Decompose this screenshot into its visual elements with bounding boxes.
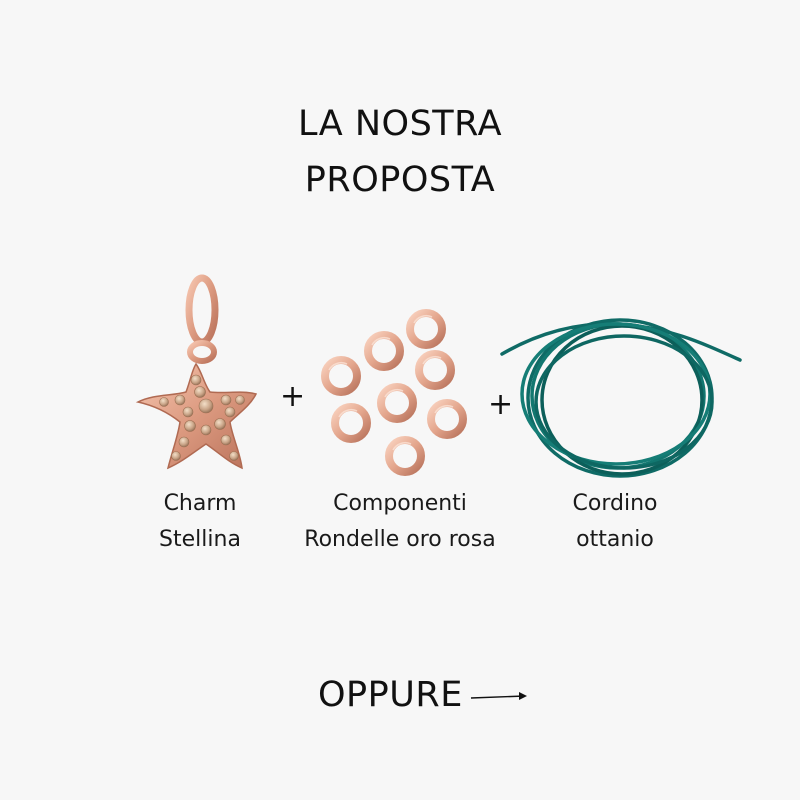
item-caption-charm: Charm Stellina: [110, 486, 290, 558]
star-charm-image: [130, 272, 270, 484]
page-title: LA NOSTRA PROPOSTA: [0, 96, 800, 208]
caption-line-2: Rondelle oro rosa: [304, 527, 496, 552]
cord-image: [500, 302, 745, 482]
arrow-right-icon: [470, 692, 527, 700]
rondelle-rings-image: [315, 298, 475, 478]
plus-sign-2: +: [488, 387, 514, 422]
caption-line-2: ottanio: [576, 527, 654, 552]
star-charm-icon: [135, 274, 258, 470]
oppure-link[interactable]: OPPURE: [318, 672, 531, 718]
plus-sign-1: +: [280, 379, 306, 414]
caption-line-1: Componenti: [333, 491, 467, 516]
caption-line-1: Charm: [163, 491, 237, 516]
cord-icon: [500, 318, 742, 478]
rondelle-rings-icon: [321, 309, 467, 476]
item-caption-cord: Cordino ottanio: [520, 486, 710, 558]
caption-line-2: Stellina: [159, 527, 241, 552]
caption-line-1: Cordino: [572, 491, 658, 516]
oppure-label: OPPURE: [318, 675, 463, 715]
item-caption-rondelle: Componenti Rondelle oro rosa: [280, 486, 520, 558]
title-line-1: LA NOSTRA: [297, 104, 503, 144]
title-line-2: PROPOSTA: [304, 160, 496, 200]
